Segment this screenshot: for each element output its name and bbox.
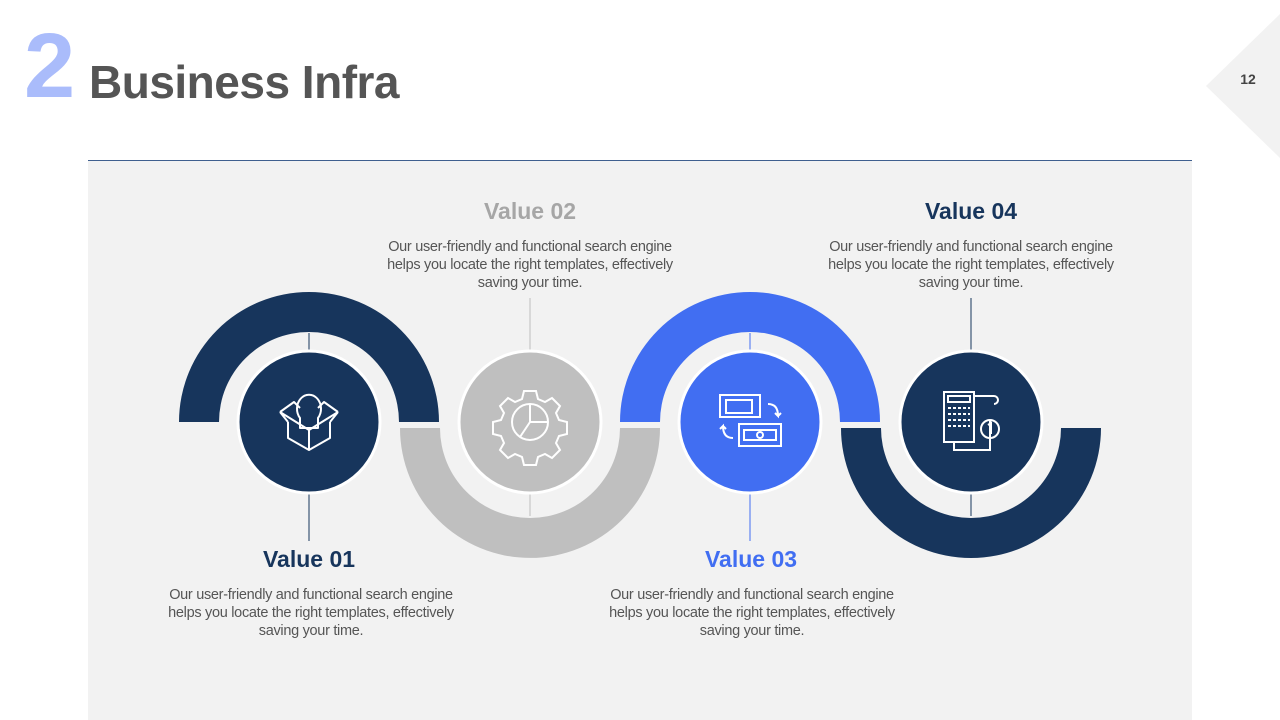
page-number: 12 [1240, 71, 1256, 87]
value-01-text: Our user-friendly and functional search … [168, 587, 454, 639]
value-04-text: Our user-friendly and functional search … [828, 239, 1114, 291]
value-02-title: Value 02 [483, 198, 577, 224]
arc-3 [620, 292, 880, 422]
circle-3 [677, 349, 823, 495]
arc-4 [841, 428, 1101, 558]
circle-1 [236, 349, 382, 495]
section-number: 2 [24, 15, 75, 117]
arc-2 [400, 428, 660, 558]
money-exchange-icon [719, 394, 782, 447]
circle-4 [898, 349, 1044, 495]
value-03-text: Our user-friendly and functional search … [609, 587, 895, 639]
corner-decoration [1206, 14, 1280, 158]
page-title: Business Infra [89, 56, 400, 108]
gear-pie-chart-icon [492, 390, 568, 466]
divider [88, 160, 1192, 161]
value-01-title: Value 01 [262, 546, 356, 572]
value-03-title: Value 03 [704, 546, 798, 572]
value-04-title: Value 04 [924, 198, 1018, 224]
box-person-icon [279, 393, 339, 451]
value-02-text: Our user-friendly and functional search … [387, 239, 673, 291]
calculator-receipt-icon [943, 391, 1000, 451]
arc-1 [179, 292, 439, 422]
